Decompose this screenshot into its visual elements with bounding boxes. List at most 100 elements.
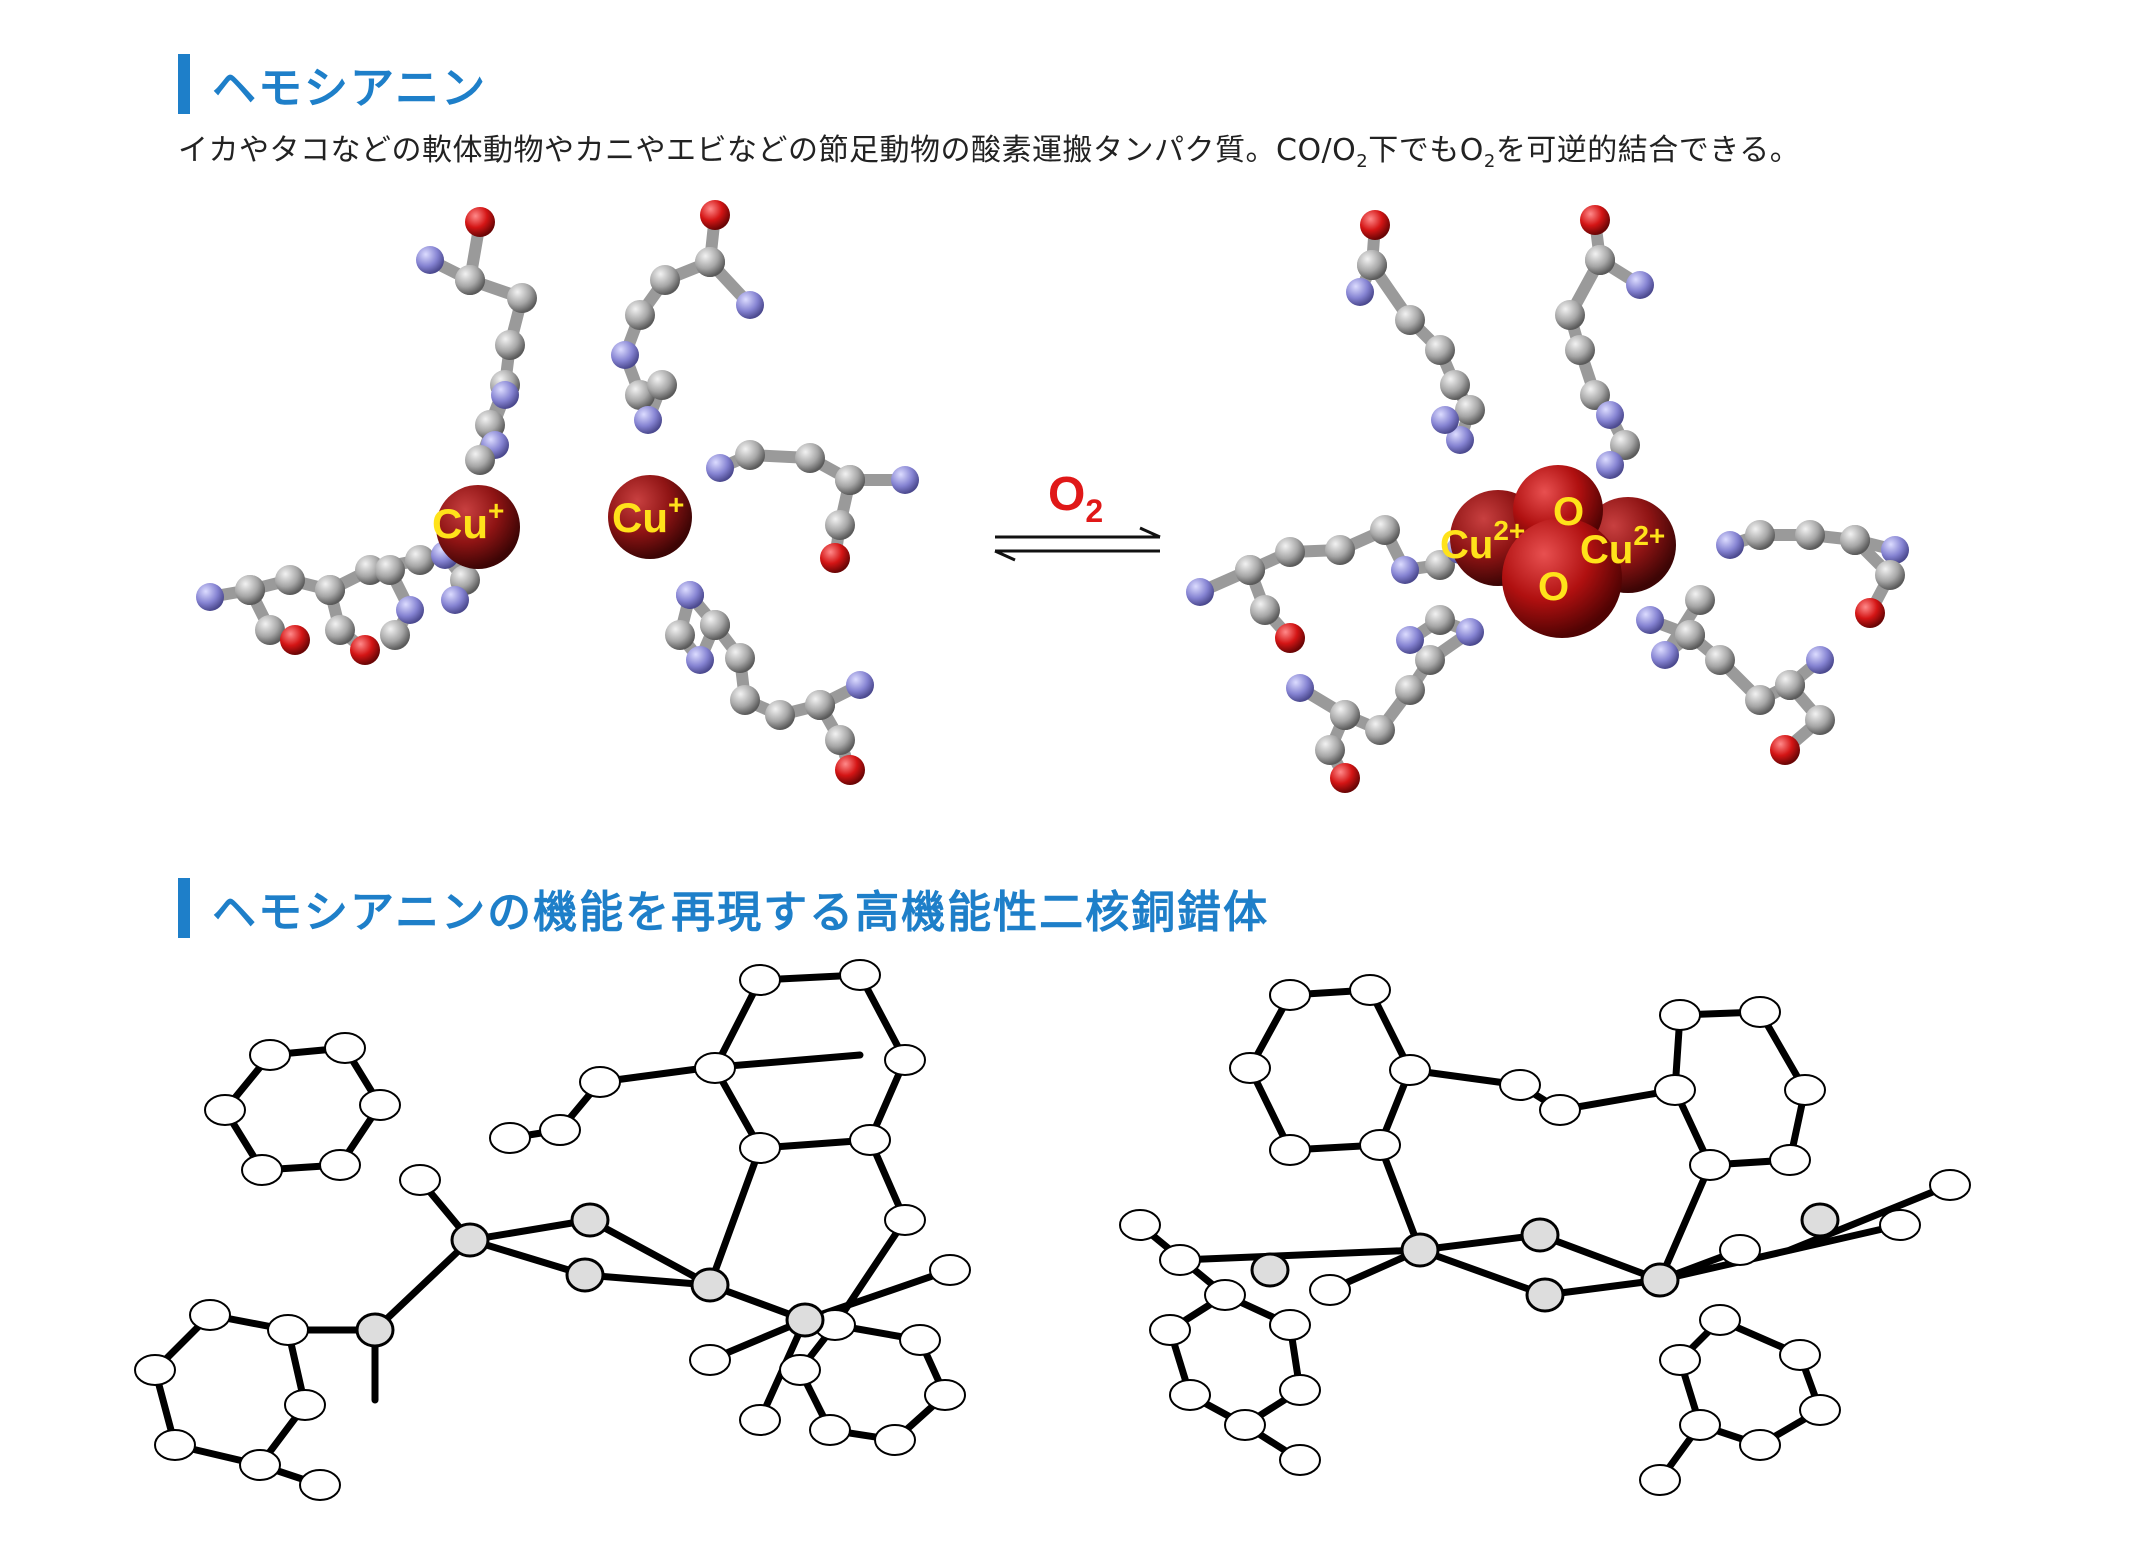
- ortep-atom: [239, 1449, 281, 1481]
- carbon-atom: [1357, 250, 1387, 280]
- nitrogen-atom: [686, 646, 714, 674]
- ortep-bond: [466, 1236, 589, 1279]
- carbon-atom: [1455, 395, 1485, 425]
- carbon-atom: [1325, 535, 1355, 565]
- desc-subscript-1: 2: [1356, 151, 1369, 172]
- nitrogen-atom: [441, 586, 469, 614]
- ortep-bond: [1376, 1141, 1424, 1254]
- ortep-atom: [1689, 1149, 1731, 1181]
- ortep-atom: [284, 1389, 326, 1421]
- ortep-atom: [1659, 1344, 1701, 1376]
- ortep-atoms-layer: [134, 959, 1971, 1501]
- carbon-atom: [725, 643, 755, 673]
- ortep-atom: [1539, 1094, 1581, 1126]
- oxygen-atom: [280, 625, 310, 655]
- carbon-atom: [465, 445, 495, 475]
- ortep-atom: [689, 1344, 731, 1376]
- carbon-atom: [835, 465, 865, 495]
- carbon-atom: [1425, 550, 1455, 580]
- nitrogen-atom: [1651, 641, 1679, 669]
- ortep-atom: [579, 1066, 621, 1098]
- carbon-atom: [1425, 335, 1455, 365]
- section-title: ヘモシアニンの機能を再現する高機能性二核銅錯体: [212, 887, 1270, 938]
- nitrogen-atom: [1596, 401, 1624, 429]
- ortep-atom: [1699, 1304, 1741, 1336]
- ortep-atom: [267, 1314, 309, 1346]
- oxygen-label-lower: O: [1538, 565, 1569, 609]
- ortep-bonds-layer: [151, 971, 1954, 1489]
- ortep-bond: [1656, 1161, 1714, 1284]
- nitrogen-atom: [1626, 271, 1654, 299]
- ortep-bond: [581, 1271, 714, 1289]
- heading-bar: [178, 54, 190, 114]
- ortep-atom: [739, 1132, 781, 1164]
- ortep-bond: [1656, 1221, 1904, 1284]
- ortep-metal-atom: [785, 1302, 825, 1338]
- carbon-atom: [375, 555, 405, 585]
- copper-label-right-2: Cu2+: [1580, 520, 1665, 572]
- nitrogen-atom: [1396, 626, 1424, 654]
- ortep-atom: [1349, 974, 1391, 1006]
- ortep-atom: [779, 1354, 821, 1386]
- ortep-atom: [694, 1052, 736, 1084]
- carbon-atom: [1585, 245, 1615, 275]
- carbon-atom: [1330, 700, 1360, 730]
- ortep-atom: [1229, 1052, 1271, 1084]
- ortep-atom: [1739, 996, 1781, 1028]
- nitrogen-atom: [491, 381, 519, 409]
- ortep-atom: [884, 1044, 926, 1076]
- hemocyanin-reaction-diagram: Cu+ Cu+ O2 Cu2+ Cu2+ O O: [196, 200, 1909, 793]
- ortep-atom: [1739, 1429, 1781, 1461]
- carbon-atom: [730, 685, 760, 715]
- ortep-atom: [134, 1354, 176, 1386]
- ortep-atom: [1159, 1244, 1201, 1276]
- ortep-atom: [924, 1379, 966, 1411]
- ortep-atom: [809, 1414, 851, 1446]
- carbon-atom: [825, 510, 855, 540]
- atoms-layer: [196, 200, 1909, 793]
- ortep-atom: [1149, 1314, 1191, 1346]
- carbon-atom: [1275, 537, 1305, 567]
- nitrogen-atom: [1186, 578, 1214, 606]
- carbon-atom: [495, 330, 525, 360]
- carbon-atom: [735, 440, 765, 470]
- carbon-atom: [1235, 555, 1265, 585]
- carbon-atom: [315, 575, 345, 605]
- nitrogen-atom: [1456, 618, 1484, 646]
- carbon-atom: [1875, 560, 1905, 590]
- carbon-atom: [1745, 520, 1775, 550]
- ortep-atom: [1309, 1274, 1351, 1306]
- ortep-atom: [1119, 1209, 1161, 1241]
- carbon-atom: [1555, 300, 1585, 330]
- ortep-atom: [249, 1039, 291, 1071]
- carbon-atom: [1805, 705, 1835, 735]
- ortep-atom: [884, 1204, 926, 1236]
- ortep-atom: [241, 1154, 283, 1186]
- oxygen-atom: [350, 635, 380, 665]
- nitrogen-atom: [676, 581, 704, 609]
- carbon-atom: [1565, 335, 1595, 365]
- oxygen-label-upper: O: [1553, 490, 1584, 534]
- oxygen-reagent-label: O2: [1048, 468, 1103, 529]
- nitrogen-atom: [611, 341, 639, 369]
- carbon-atom: [1395, 675, 1425, 705]
- ortep-bond: [371, 1236, 474, 1334]
- carbon-atom: [235, 575, 265, 605]
- desc-text-main: イカやタコなどの軟体動物やカニやエビなどの節足動物の酸素運搬タンパク質。CO/O: [178, 133, 1357, 168]
- ortep-atom: [1719, 1234, 1761, 1266]
- oxygen-atom-bridge-2: [1502, 518, 1622, 638]
- oxygen-atom: [820, 543, 850, 573]
- nitrogen-atom: [1391, 556, 1419, 584]
- ortep-atom: [1639, 1464, 1681, 1496]
- carbon-atom: [700, 610, 730, 640]
- ortep-metal-atom: [1525, 1277, 1565, 1313]
- carbon-atom: [1415, 645, 1445, 675]
- carbon-atom: [255, 615, 285, 645]
- nitrogen-atom: [1431, 406, 1459, 434]
- carbon-atom: [1775, 670, 1805, 700]
- ortep-atom: [1769, 1144, 1811, 1176]
- nitrogen-atom: [1716, 531, 1744, 559]
- ortep-atom: [1269, 1134, 1311, 1166]
- ortep-atom: [839, 959, 881, 991]
- carbon-atom: [1580, 380, 1610, 410]
